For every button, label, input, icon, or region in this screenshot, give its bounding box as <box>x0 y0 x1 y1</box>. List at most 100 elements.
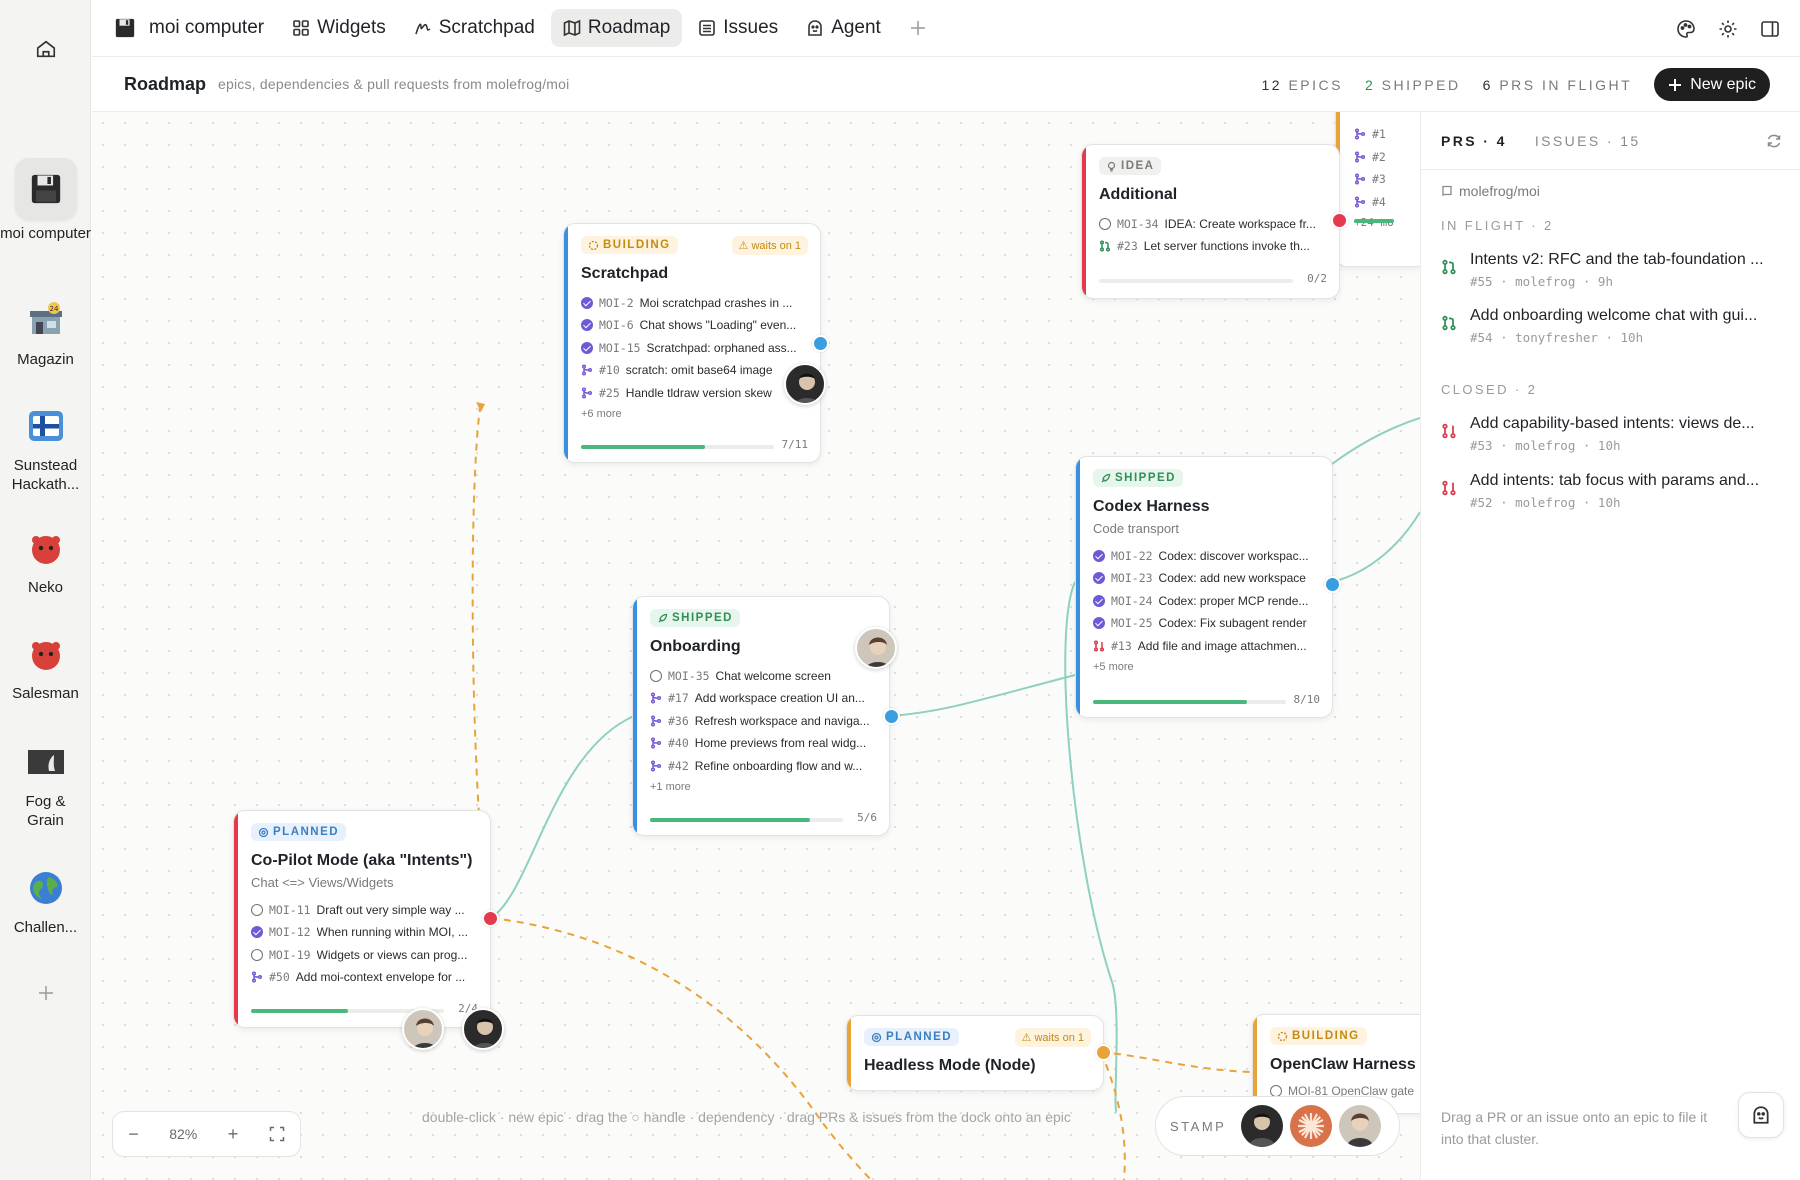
tab-issues-panel[interactable]: ISSUES · 15 <box>1534 132 1641 149</box>
zoom-in-button[interactable]: + <box>227 1123 239 1144</box>
tab-scratchpad[interactable]: Scratchpad <box>402 9 547 47</box>
pr-merged-icon <box>581 387 593 399</box>
pr-item[interactable]: Intents v2: RFC and the tab-foundation .… <box>1441 251 1782 289</box>
pr-merged-icon <box>650 692 662 704</box>
target-icon <box>871 1032 882 1042</box>
list-item[interactable]: #3 <box>1354 168 1420 191</box>
fit-screen-icon[interactable] <box>269 1126 285 1142</box>
repo-label[interactable]: molefrog/moi <box>1441 183 1540 199</box>
pr-item[interactable]: Add capability-based intents: views de..… <box>1441 415 1782 453</box>
dock-app-challen[interactable]: Challen... <box>0 862 91 937</box>
dependency-handle[interactable] <box>1095 1044 1112 1061</box>
more-items[interactable]: +5 more <box>1093 661 1134 673</box>
dock-app-moi-computer[interactable]: moi computer <box>0 158 91 243</box>
avatar[interactable] <box>402 1008 444 1050</box>
lightbulb-icon <box>1107 161 1116 172</box>
dependency-handle[interactable] <box>482 910 499 927</box>
pr-meta: #55 · molefrog · 9h <box>1470 274 1613 289</box>
list-item[interactable]: #2 <box>1354 146 1420 169</box>
tab-widgets[interactable]: Widgets <box>280 9 398 47</box>
dock-app-neko[interactable]: Neko <box>0 522 91 597</box>
agent-chat-button[interactable] <box>1738 1092 1784 1138</box>
gear-icon[interactable] <box>1718 19 1738 39</box>
epic-card-headless-mode[interactable]: PLANNED ⚠ waits on 1 Headless Mode (Node… <box>846 1015 1104 1091</box>
link-edge <box>1331 417 1420 465</box>
dependency-handle[interactable] <box>1324 576 1341 593</box>
canvas-hint: double-click · new epic · drag the ○ han… <box>422 1109 1071 1125</box>
avatar[interactable] <box>855 627 897 669</box>
avatar[interactable] <box>784 363 826 405</box>
epic-title: OpenClaw Harness <box>1270 1055 1416 1073</box>
stamp-avatar[interactable] <box>1290 1105 1333 1147</box>
status-badge: BUILDING <box>1270 1027 1367 1045</box>
list-item[interactable]: #1 <box>1354 123 1420 146</box>
section-in-flight: IN FLIGHT · 2 <box>1441 218 1554 233</box>
refresh-icon[interactable] <box>1766 133 1782 149</box>
app-title[interactable]: moi computer <box>102 9 276 47</box>
status-badge: SHIPPED <box>1093 469 1183 487</box>
tab-agent[interactable]: Agent <box>794 9 893 47</box>
pr-item[interactable]: Add onboarding welcome chat with gui...#… <box>1441 307 1782 345</box>
open-circle-icon <box>251 948 263 961</box>
add-app-button[interactable] <box>30 977 62 1009</box>
more-items[interactable]: +24 mo <box>1354 213 1420 233</box>
palette-icon[interactable] <box>1676 19 1696 39</box>
progress-bar <box>581 445 774 449</box>
dependency-handle[interactable] <box>883 708 900 725</box>
dock-app-salesman[interactable]: Salesman <box>0 628 91 703</box>
avatar[interactable] <box>462 1008 504 1050</box>
dock-app-sunstead[interactable]: Sunstead Hackath... <box>0 400 91 494</box>
status-badge: SHIPPED <box>650 609 740 627</box>
list-item[interactable]: #4 <box>1354 191 1420 214</box>
epic-card-partial[interactable]: #1 #2 #3 #4 +24 mo <box>1335 112 1420 267</box>
pr-merged-icon <box>1354 151 1366 163</box>
dock-app-fog-grain[interactable]: Fog & Grain <box>0 736 91 830</box>
check-circle-icon <box>1093 594 1105 607</box>
tab-roadmap[interactable]: Roadmap <box>550 9 683 47</box>
tab-issues[interactable]: Issues <box>686 9 790 47</box>
dock-app-magazin[interactable]: 24 Magazin <box>0 294 91 369</box>
more-items[interactable]: +1 more <box>650 781 691 793</box>
epic-card-copilot-mode[interactable]: PLANNED Co-Pilot Mode (aka "Intents") Ch… <box>233 810 491 1028</box>
more-items[interactable]: +6 more <box>581 408 622 420</box>
new-epic-button[interactable]: New epic <box>1654 68 1770 101</box>
stamp-avatar[interactable] <box>1339 1105 1382 1147</box>
dependency-handle[interactable] <box>812 335 829 352</box>
epic-card-codex-harness[interactable]: SHIPPED Codex Harness Code transport MOI… <box>1075 456 1333 718</box>
zoom-out-button[interactable]: − <box>128 1123 139 1144</box>
add-tab-button[interactable] <box>903 13 933 43</box>
home-button[interactable] <box>30 33 62 65</box>
stamp-avatar[interactable] <box>1241 1105 1284 1147</box>
roadmap-canvas[interactable]: #1 #2 #3 #4 +24 mo BUILDING ⚠ waits on 1… <box>92 112 1420 1180</box>
pr-merged-icon <box>251 971 263 983</box>
dependency-handle[interactable] <box>1331 212 1348 229</box>
sidebar-toggle-icon[interactable] <box>1760 19 1780 39</box>
pr-item[interactable]: Add intents: tab focus with params and..… <box>1441 472 1782 510</box>
tab-prs[interactable]: PRS · 4 <box>1441 132 1507 149</box>
pr-title: Add capability-based intents: views de..… <box>1470 415 1755 432</box>
